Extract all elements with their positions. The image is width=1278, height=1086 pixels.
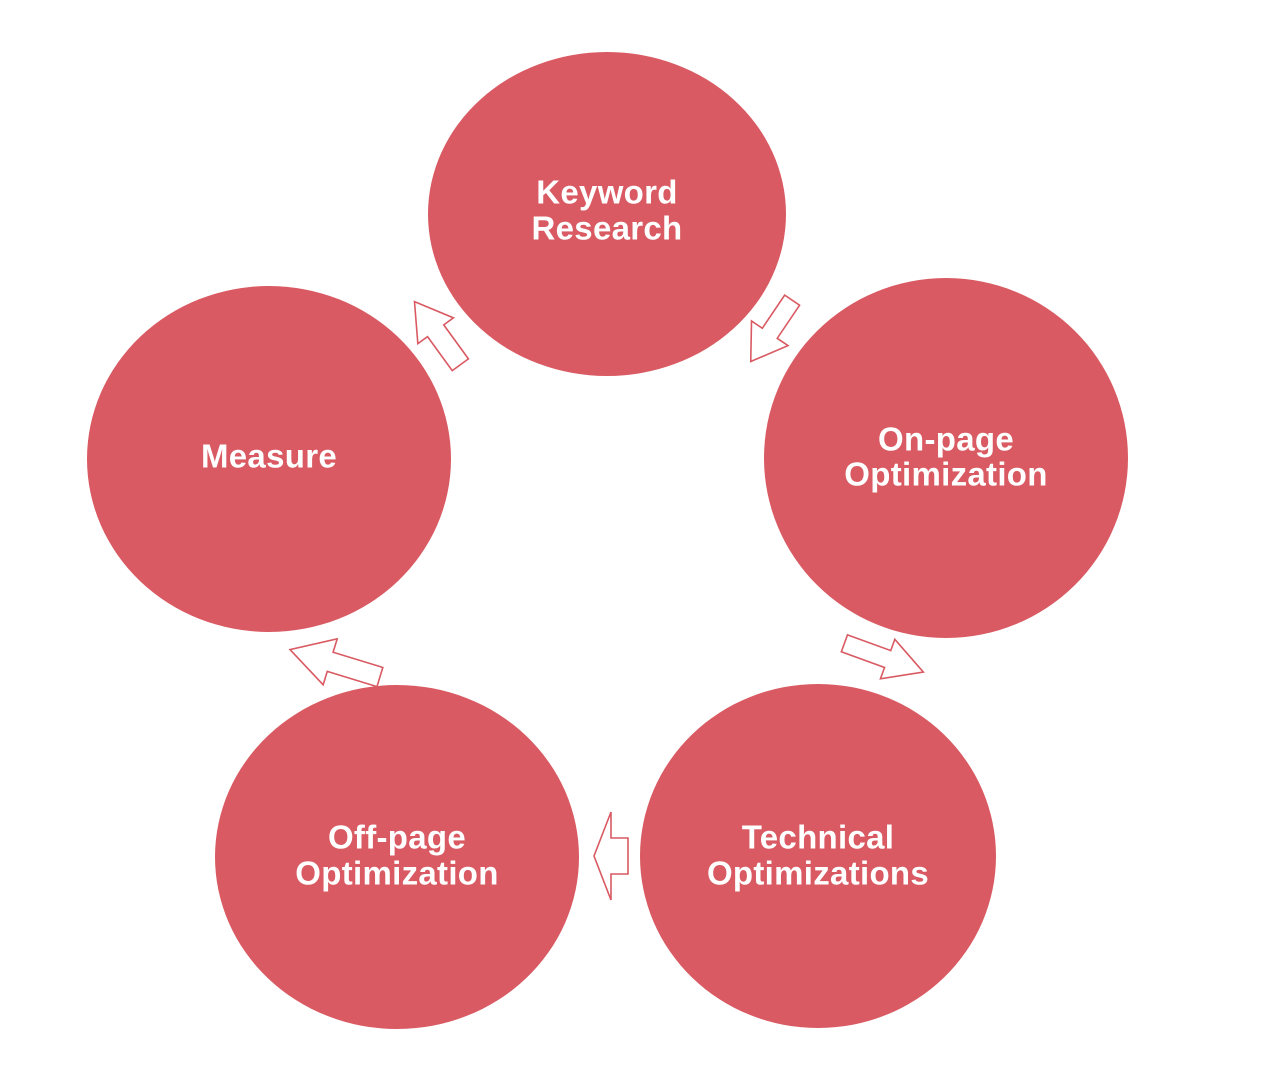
stage-label: Optimizations (707, 855, 929, 892)
stage-label: Keyword (536, 174, 677, 211)
stage-circle (428, 52, 786, 376)
arrow-keyword-to-onpage (749, 294, 801, 363)
stage-label: Research (532, 210, 683, 247)
stage-on-page-optimization: On-page Optimization (764, 278, 1128, 638)
stage-off-page-optimization: Off-page Optimization (215, 685, 579, 1029)
arrow-icon (413, 300, 470, 372)
stage-label: Measure (201, 438, 337, 475)
stage-label: On-page (878, 421, 1014, 458)
arrow-icon (749, 294, 801, 363)
arrow-icon (840, 633, 925, 680)
stage-measure: Measure (87, 286, 451, 632)
arrow-offpage-to-measure (288, 637, 384, 688)
stage-label: Optimization (295, 855, 498, 892)
stage-circle (640, 684, 996, 1028)
stage-label: Off-page (328, 819, 466, 856)
stage-circle (215, 685, 579, 1029)
stage-keyword-research: Keyword Research (428, 52, 786, 376)
stage-label: Technical (742, 819, 894, 856)
arrow-icon (593, 811, 629, 901)
arrow-icon (288, 637, 384, 688)
stage-label: Optimization (844, 456, 1047, 493)
stage-circle (764, 278, 1128, 638)
arrow-technical-to-offpage (593, 811, 629, 901)
arrow-onpage-to-technical (840, 633, 925, 680)
stage-circle (87, 286, 451, 632)
stage-technical-optimizations: Technical Optimizations (640, 684, 996, 1028)
arrow-measure-to-keyword (413, 300, 470, 372)
